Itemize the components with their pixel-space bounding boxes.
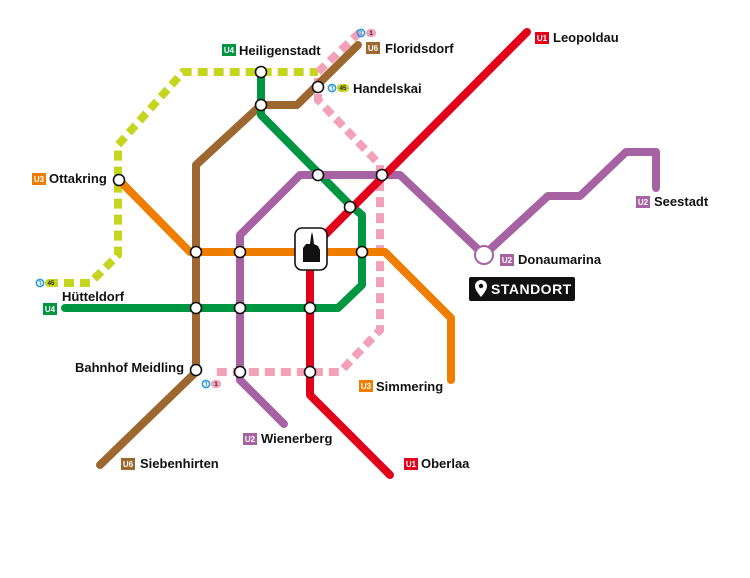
location-pin-icon: [475, 280, 487, 297]
line-badge-u6: U6: [123, 460, 134, 469]
station-name-heiligenstadt: Heiligenstadt: [239, 43, 321, 58]
station-marker-volkstheater[interactable]: [233, 245, 247, 259]
station-marker-schwedenplatz[interactable]: [343, 200, 357, 214]
station-marker-landstrasse[interactable]: [355, 245, 369, 259]
station-marker-karlsplatz[interactable]: [303, 301, 317, 315]
svg-text:45: 45: [48, 281, 55, 287]
station-name-bahnhof-meidling: Bahnhof Meidling: [75, 360, 184, 375]
label-huetteldorf: 45 Hütteldorf U4: [35, 278, 125, 315]
station-marker-handelskai[interactable]: [311, 80, 325, 94]
line-badge-u1: U1: [537, 34, 548, 43]
line-badge-u2: U2: [638, 198, 649, 207]
u4-line: [61, 68, 366, 312]
label-leopoldau: U1 Leopoldau: [535, 30, 619, 45]
label-oberlaa: U1 Oberlaa: [404, 456, 470, 471]
label-floridsdorf: U6 Floridsdorf: [366, 41, 454, 56]
station-marker-spittelau[interactable]: [254, 98, 268, 112]
line-badge-u6: U6: [368, 44, 379, 53]
station-marker-matzleinsdorfer[interactable]: [233, 365, 247, 379]
station-name-donaumarina: Donaumarina: [518, 252, 602, 267]
station-name-oberlaa: Oberlaa: [421, 456, 470, 471]
stephansdom-icon[interactable]: [294, 227, 328, 271]
station-marker-hauptbahnhof[interactable]: [303, 365, 317, 379]
label-bahnhof-meidling: Bahnhof Meidling 1: [75, 360, 221, 389]
station-name-ottakring: Ottakring: [49, 171, 107, 186]
line-badge-u3: U3: [361, 382, 372, 391]
line-badge-u4: U4: [45, 305, 56, 314]
svg-text:1: 1: [214, 382, 218, 388]
svg-text:45: 45: [340, 86, 347, 92]
station-name-huetteldorf: Hütteldorf: [62, 289, 125, 304]
line-badge-u4: U4: [224, 46, 235, 55]
label-donaumarina: U2 Donaumarina: [500, 252, 602, 267]
line-badge-u2: U2: [245, 435, 256, 444]
label-heiligenstadt: U4 Heiligenstadt: [222, 43, 321, 58]
label-siebenhirten: U6 Siebenhirten: [121, 456, 219, 471]
station-marker-pilgramgasse[interactable]: [233, 301, 247, 315]
label-seestadt: U2 Seestadt: [636, 194, 709, 209]
station-name-floridsdorf: Floridsdorf: [385, 41, 454, 56]
station-name-seestadt: Seestadt: [654, 194, 709, 209]
svg-text:1: 1: [369, 31, 373, 37]
u3-line: [115, 176, 455, 384]
station-name-simmering: Simmering: [376, 379, 443, 394]
station-name-wienerberg: Wienerberg: [261, 431, 332, 446]
u1-line: [306, 28, 531, 479]
s45-line: [48, 68, 318, 287]
standort-tag[interactable]: STANDORT: [469, 277, 575, 301]
line-badge-u1: U1: [406, 460, 417, 469]
label-handelskai: 45 Handelskai: [327, 81, 422, 96]
station-name-leopoldau: Leopoldau: [553, 30, 619, 45]
station-marker-schottenring[interactable]: [311, 168, 325, 182]
station-marker-ottakring[interactable]: [112, 173, 126, 187]
u6-line: [96, 41, 362, 469]
line-badge-u2: U2: [502, 256, 513, 265]
s1-line: [212, 29, 384, 376]
station-marker-bahnhof-meidling[interactable]: [189, 363, 203, 377]
u2-line: [236, 148, 660, 428]
line-badge-u3: U3: [34, 175, 45, 184]
station-marker-praterstern[interactable]: [375, 168, 389, 182]
sbahn-badge-s1-top: 1: [356, 28, 376, 38]
standort-label: STANDORT: [491, 281, 572, 297]
station-marker-laengenfeldgasse[interactable]: [189, 301, 203, 315]
label-wienerberg: U2 Wienerberg: [243, 431, 332, 446]
station-name-handelskai: Handelskai: [353, 81, 422, 96]
label-simmering: U3 Simmering: [359, 379, 443, 394]
station-markers: [112, 65, 494, 379]
station-marker-heiligenstadt[interactable]: [254, 65, 268, 79]
station-marker-donaumarina[interactable]: [474, 245, 494, 265]
label-ottakring: U3 Ottakring: [32, 171, 107, 186]
station-name-siebenhirten: Siebenhirten: [140, 456, 219, 471]
station-marker-westbahnhof[interactable]: [189, 245, 203, 259]
